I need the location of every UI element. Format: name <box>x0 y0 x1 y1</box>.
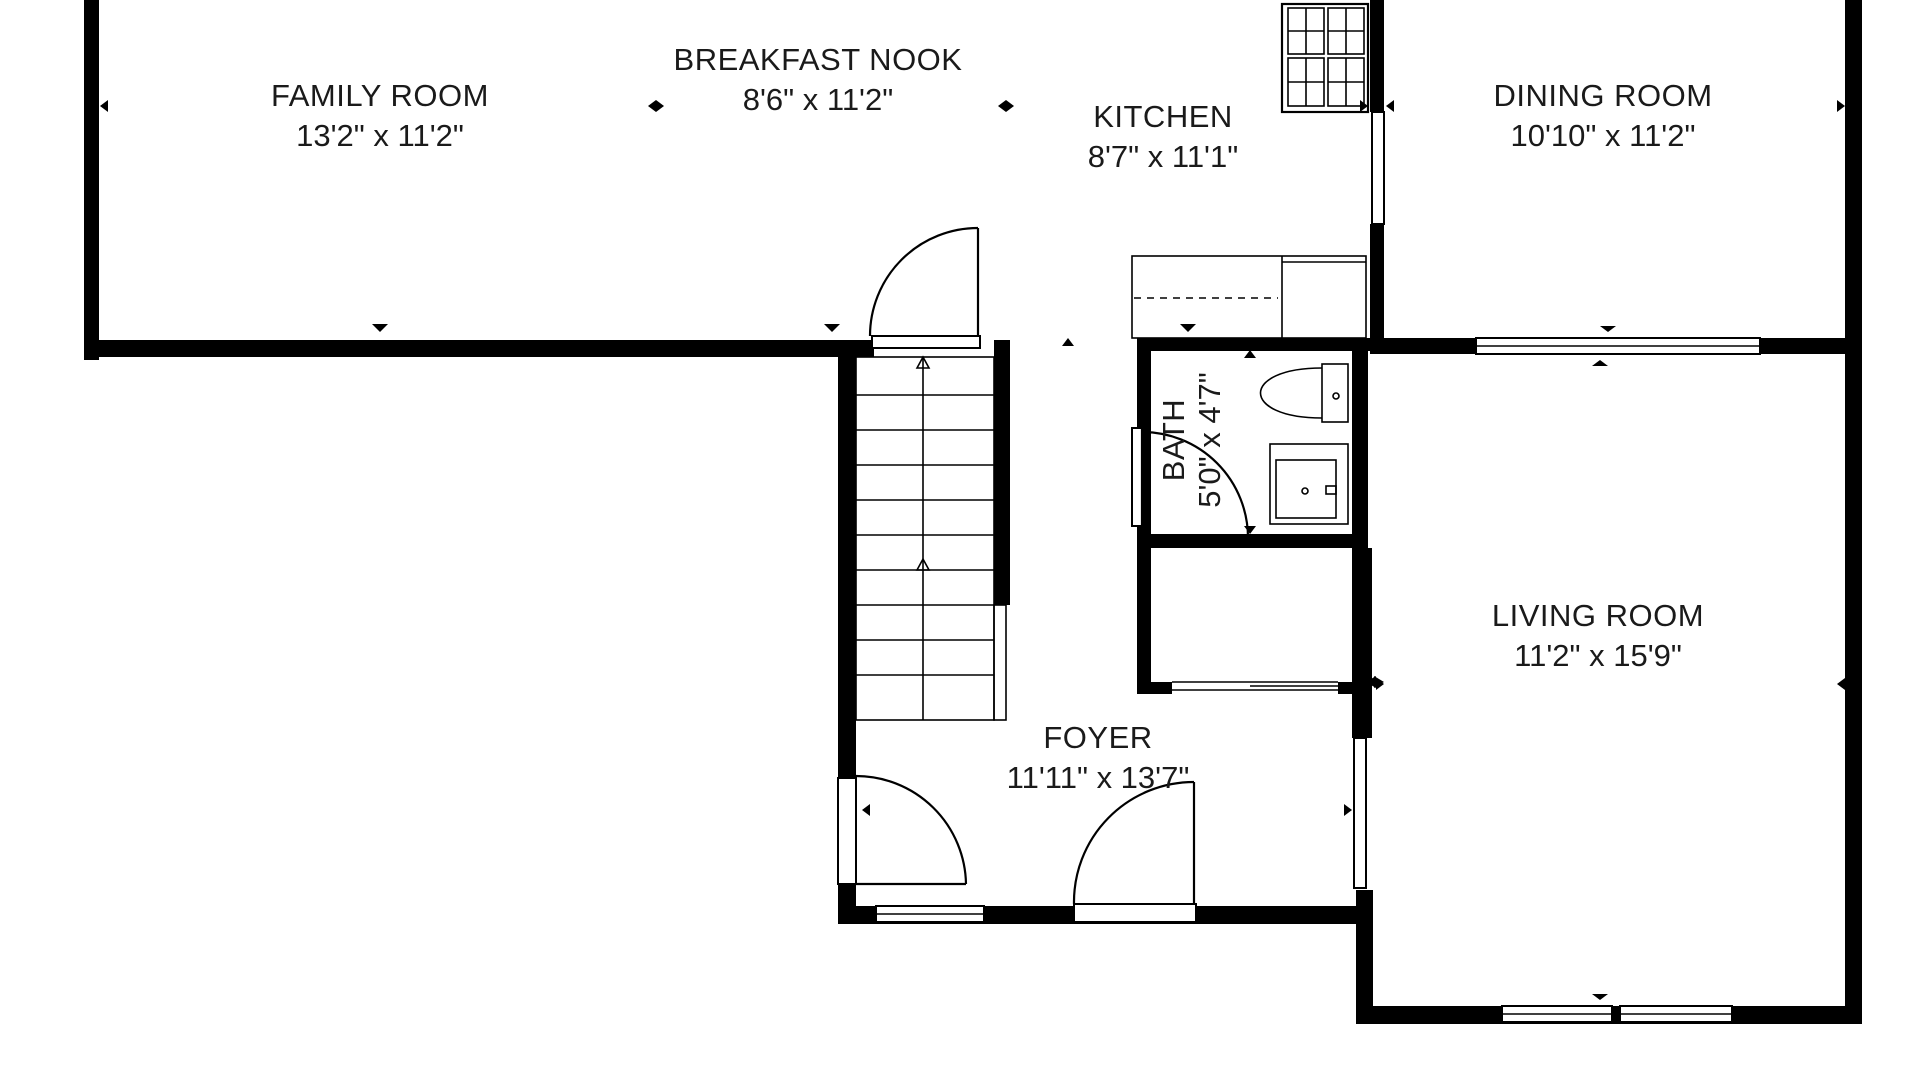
room-label-foyer: FOYER 11'11" x 13'7" <box>1007 720 1190 795</box>
room-label-breakfast-nook: BREAKFAST NOOK 8'6" x 11'2" <box>674 42 963 117</box>
dimension-markers <box>100 100 1845 1000</box>
family-room-dims: 13'2" x 11'2" <box>296 118 464 153</box>
breakfast-nook-name: BREAKFAST NOOK <box>674 42 963 77</box>
walls <box>84 0 1862 1024</box>
living-room-name: LIVING ROOM <box>1492 598 1704 633</box>
door-foyer-closet <box>837 774 968 886</box>
fixtures <box>855 2 1370 721</box>
living-room-dims: 11'2" x 15'9" <box>1514 638 1682 673</box>
kitchen-name: KITCHEN <box>1093 99 1233 134</box>
room-label-dining-room: DINING ROOM 10'10" x 11'2" <box>1493 78 1712 153</box>
foyer-name: FOYER <box>1043 720 1152 755</box>
family-room-name: FAMILY ROOM <box>271 78 489 113</box>
closet-door <box>1172 681 1338 691</box>
bath-dims: 5'0" x 4'7" <box>1192 372 1227 508</box>
bath-name: BATH <box>1156 399 1191 481</box>
breakfast-nook-dims: 8'6" x 11'2" <box>743 82 893 117</box>
door-front-entry <box>1072 780 1197 923</box>
windows <box>1371 111 1761 1023</box>
dining-room-name: DINING ROOM <box>1493 78 1712 113</box>
foyer-dims: 11'11" x 13'7" <box>1007 760 1190 795</box>
sink-icon <box>1269 443 1349 525</box>
kitchen-counter <box>1131 255 1367 339</box>
room-label-kitchen: KITCHEN 8'7" x 11'1" <box>1088 99 1238 174</box>
room-label-bath: BATH 5'0" x 4'7" <box>1156 372 1227 508</box>
stove-icon <box>1280 2 1370 114</box>
door-bath <box>1131 427 1250 539</box>
doors <box>837 226 1367 923</box>
staircase <box>855 355 1007 721</box>
room-label-living-room: LIVING ROOM 11'2" x 15'9" <box>1492 598 1704 673</box>
kitchen-dims: 8'7" x 11'1" <box>1088 139 1238 174</box>
door-stair-landing <box>868 226 981 349</box>
foyer-window <box>875 905 985 923</box>
toilet-icon <box>1259 363 1349 423</box>
room-label-family-room: FAMILY ROOM 13'2" x 11'2" <box>271 78 489 153</box>
dining-room-dims: 10'10" x 11'2" <box>1511 118 1696 153</box>
